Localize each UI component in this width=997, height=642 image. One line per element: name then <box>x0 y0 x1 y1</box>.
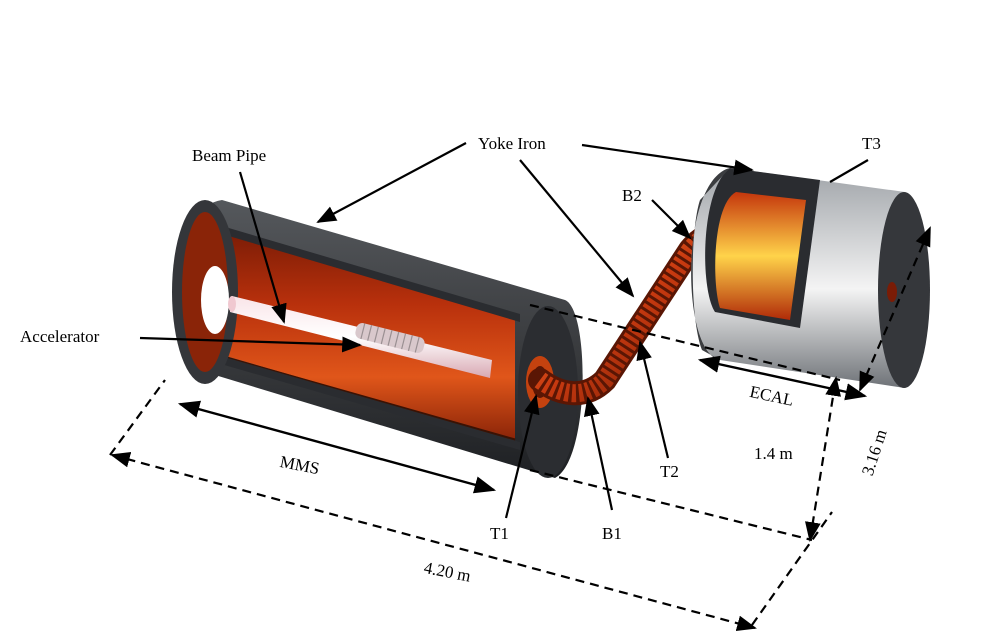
dim-arrow-mms <box>177 400 497 494</box>
label-yoke-iron: Yoke Iron <box>478 134 546 153</box>
label-b1: B1 <box>602 524 622 543</box>
leader-yoke-iron-transport <box>519 159 635 298</box>
ecal-cylinder <box>691 168 930 388</box>
label-t1: T1 <box>490 524 509 543</box>
label-t3: T3 <box>862 134 881 153</box>
dim-line-14 <box>805 376 841 542</box>
dim-line-right-lower <box>751 511 833 626</box>
leader-accelerator <box>139 336 362 353</box>
dim-line-mms-extension <box>529 468 813 542</box>
label-t2: T2 <box>660 462 679 481</box>
leader-yoke-iron-mms <box>316 142 467 223</box>
mms-front-opening <box>201 266 229 334</box>
leader-yoke-iron-ecal <box>581 143 754 176</box>
ecal-crystal-block <box>715 192 806 320</box>
solid-dimension-arrows <box>177 355 868 494</box>
accelerator <box>355 323 425 353</box>
dim-line-top-extension <box>529 303 841 382</box>
leader-t3 <box>829 159 869 183</box>
label-accelerator: Accelerator <box>20 327 100 346</box>
dim-line-420 <box>110 451 757 632</box>
leader-b1 <box>583 396 614 511</box>
leader-beam-pipe <box>238 171 287 324</box>
leader-b2 <box>651 199 692 240</box>
label-dim-14: 1.4 m <box>754 444 793 463</box>
label-beam-pipe: Beam Pipe <box>192 146 267 165</box>
dim-line-left-vertical <box>109 379 166 456</box>
leader-arrows <box>139 142 869 519</box>
label-b2: B2 <box>622 186 642 205</box>
leader-t2 <box>636 340 670 459</box>
dim-arrow-ecal <box>697 355 868 401</box>
leader-t1 <box>504 394 540 519</box>
